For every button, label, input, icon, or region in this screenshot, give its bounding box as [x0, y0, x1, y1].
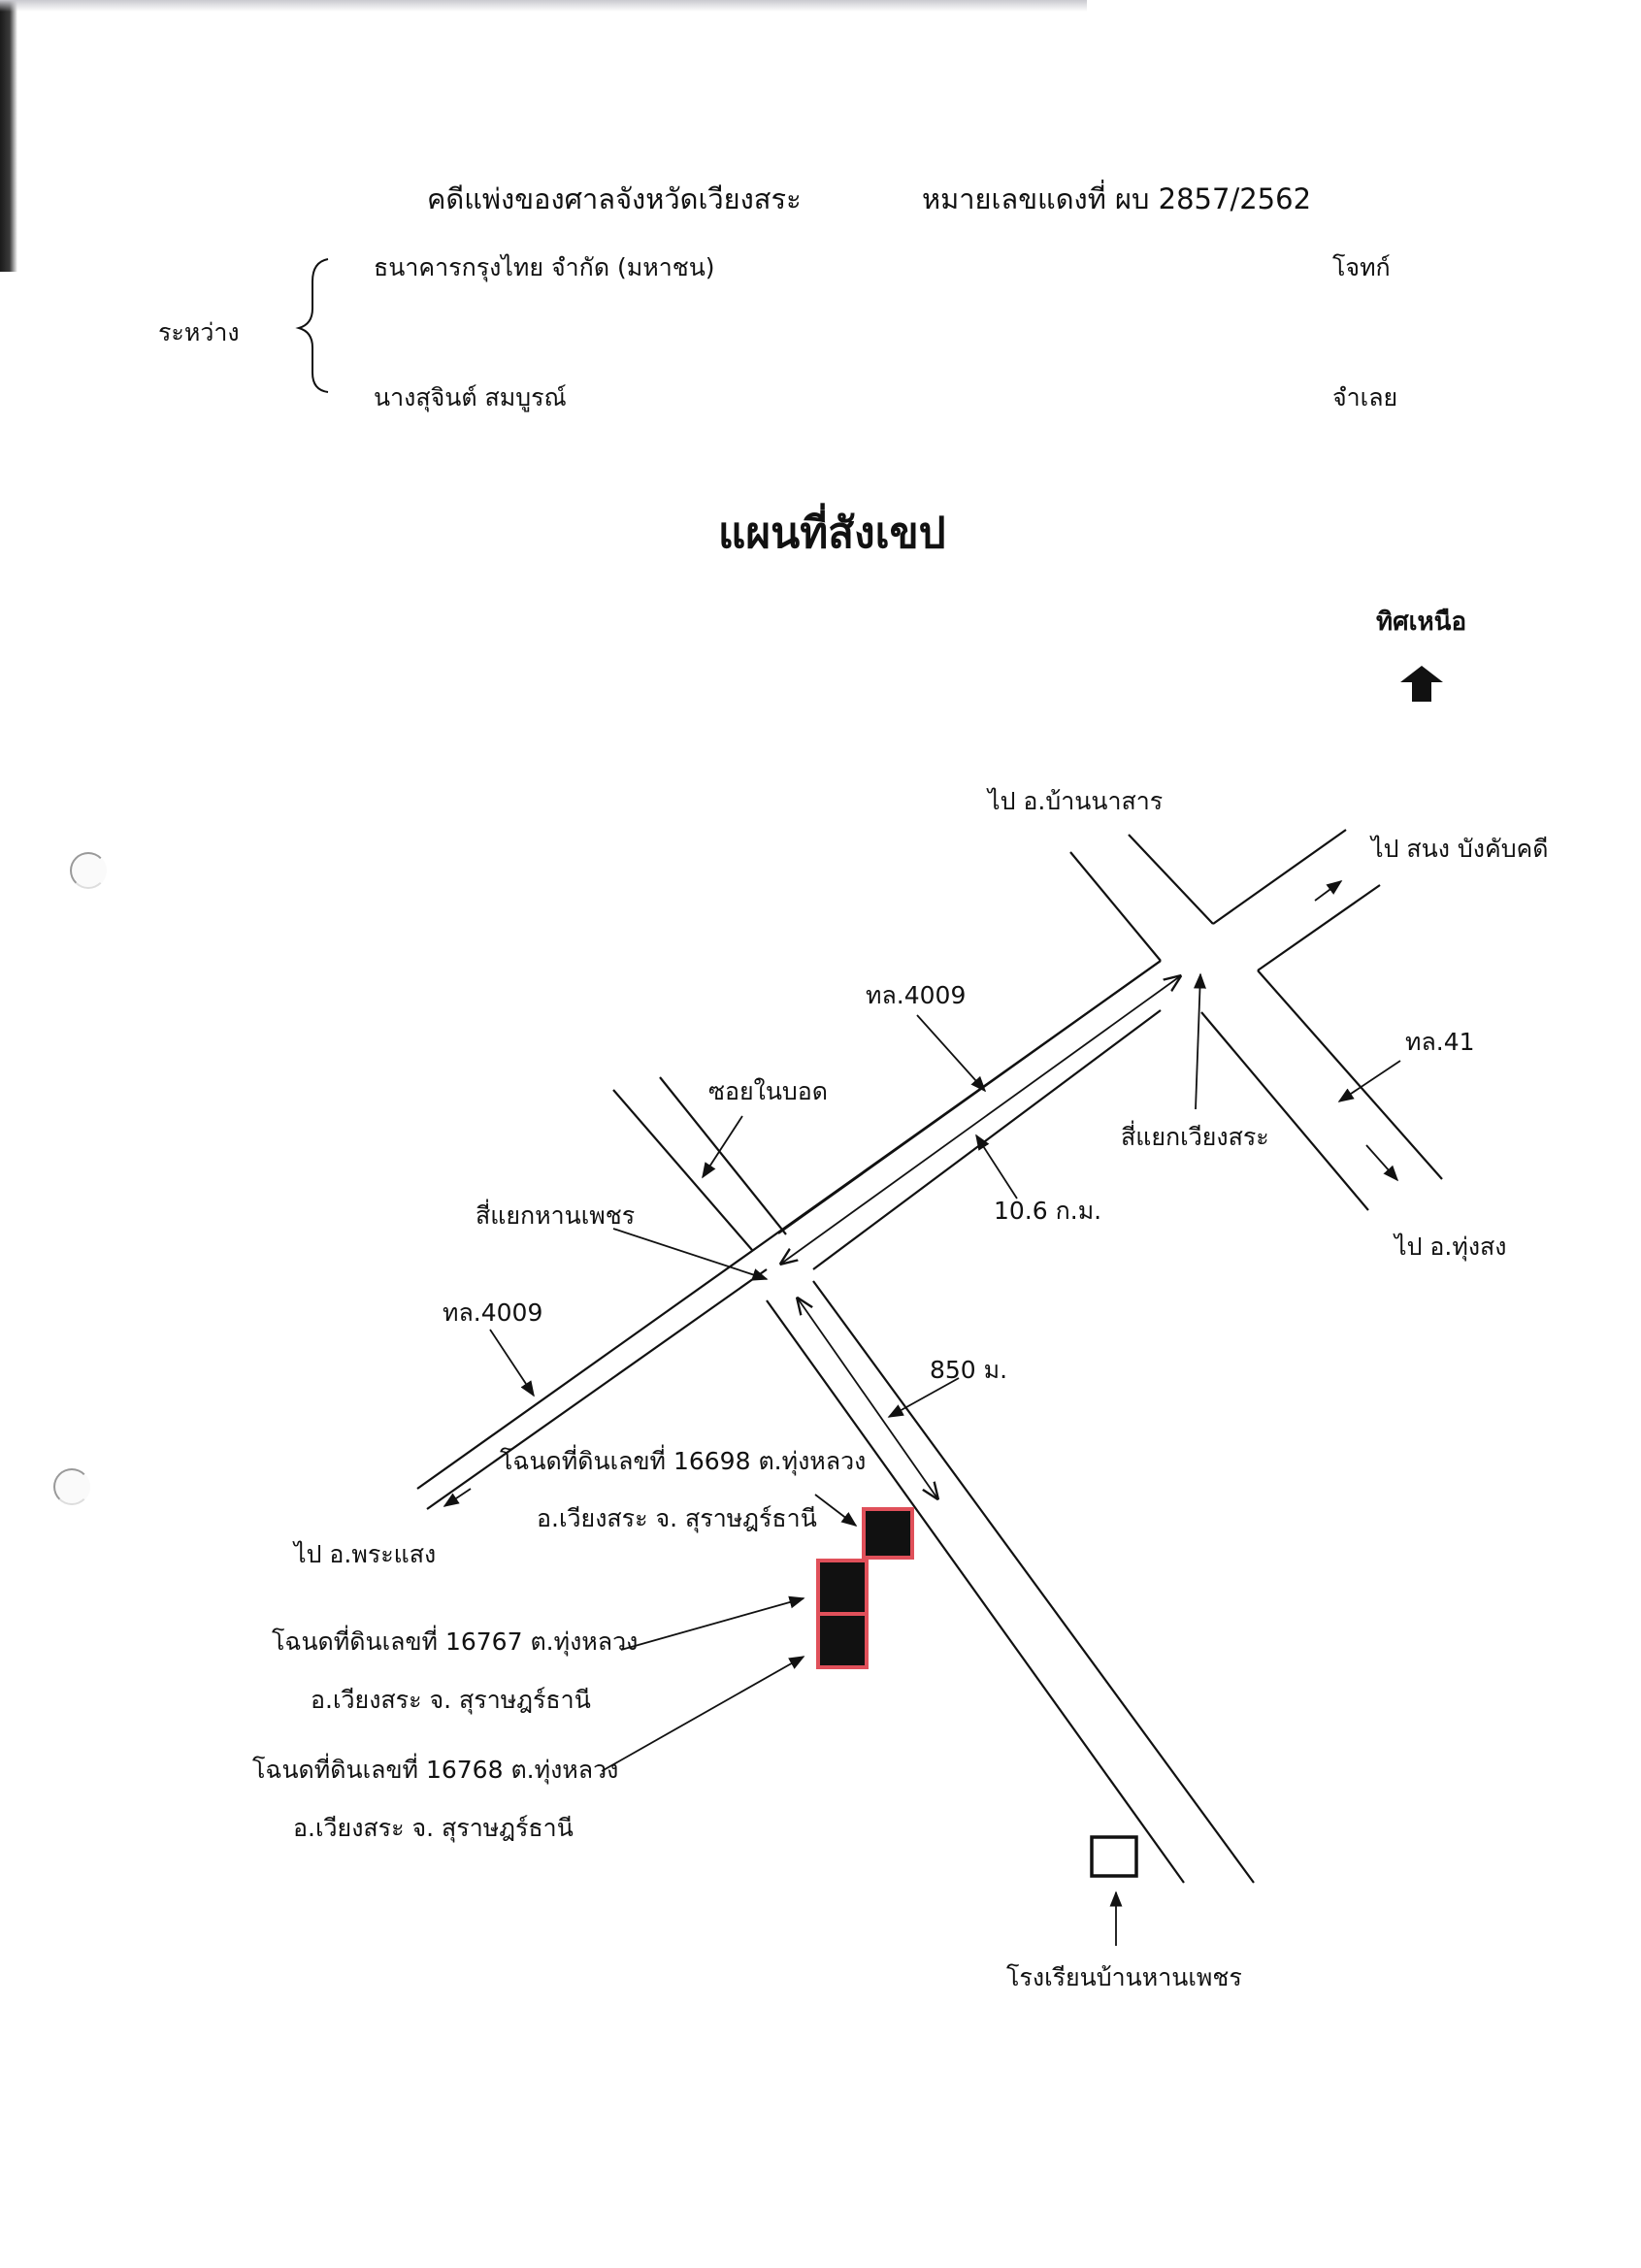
direction-arrow [443, 1488, 472, 1507]
scan-top-shadow [0, 0, 1087, 12]
label-deed-16767-line1: โฉนดที่ดินเลขที่ 16767 ต.ทุ่งหลวง [272, 1627, 639, 1656]
school-icon [1090, 1835, 1138, 1878]
road-south-edge [812, 1280, 1255, 1884]
label-deed-16698-line2: อ.เวียงสระ จ. สุราษฎร์ธานี [537, 1504, 817, 1532]
label-distance-850: 850 ม. [930, 1356, 1008, 1384]
scan-edge-shadow [0, 0, 17, 272]
label-to-phrasaeng: ไป อ.พระแสง [294, 1540, 437, 1568]
label-deed-16768-line1: โฉนดที่ดินเลขที่ 16768 ต.ทุ่งหลวง [252, 1756, 619, 1784]
label-han-phet-junction: สี่แยกหานเพชร [476, 1201, 636, 1230]
road-ban-na-san-edge [1128, 834, 1214, 925]
label-route-4009-upper: ทล.4009 [866, 981, 967, 1009]
label-route-4009-lower: ทล.4009 [443, 1298, 543, 1327]
label-deed-16767-line2: อ.เวียงสระ จ. สุราษฎร์ธานี [311, 1686, 591, 1714]
callout-arrow [612, 1228, 769, 1281]
label-school: โรงเรียนบ้านหานเพชร [1006, 1963, 1242, 1991]
label-deed-16768-line2: อ.เวียงสระ จ. สุราษฎร์ธานี [293, 1814, 574, 1842]
case-title: คดีแพ่งของศาลจังหวัดเวียงสระ [427, 182, 802, 215]
map-title: แผนที่สังเขป [718, 509, 946, 558]
between-label: ระหว่าง [158, 318, 240, 346]
parcel-16768 [816, 1612, 869, 1669]
callout-arrow [601, 1656, 805, 1772]
north-arrow-icon [1400, 666, 1443, 702]
callout-arrow [975, 1134, 1018, 1200]
punch-hole [70, 852, 107, 889]
defendant-name: นางสุจินต์ สมบูรณ์ [374, 383, 567, 411]
brace-shape [295, 258, 329, 393]
road-soi-edge [612, 1089, 753, 1251]
road-4009-edge [426, 1268, 768, 1510]
label-soi-nai-bot: ซอยในบอด [708, 1077, 829, 1105]
callout-arrow [1194, 972, 1206, 1110]
defendant-role: จำเลย [1332, 383, 1398, 411]
road-4009-edge [812, 1009, 1162, 1270]
road-thung-song-edge [1200, 1011, 1369, 1211]
callout-arrow [916, 1014, 987, 1093]
land-parcels [816, 1507, 914, 1669]
callout-arrow [620, 1595, 805, 1651]
label-distance-10-6: 10.6 ก.ม. [994, 1197, 1102, 1225]
callout-arrow [814, 1494, 858, 1527]
label-to-thung-song: ไป อ.ทุ่งสง [1395, 1233, 1507, 1261]
direction-arrow [1314, 880, 1343, 902]
callout-arrow [702, 1115, 743, 1179]
direction-arrow [1365, 1144, 1399, 1182]
road-thung-song-edge [1257, 970, 1443, 1180]
distance-850-arrow [798, 1298, 937, 1498]
road-soi-edge [659, 1076, 787, 1235]
parcel-16698 [862, 1507, 914, 1560]
case-number: หมายเลขแดงที่ ผบ 2857/2562 [922, 182, 1312, 215]
punch-hole [53, 1468, 90, 1505]
distance-10-6-arrow [781, 976, 1180, 1264]
callout-arrow [1337, 1060, 1401, 1102]
label-wiang-sa-junction: สี่แยกเวียงสระ [1121, 1123, 1269, 1151]
north-label: ทิศเหนือ [1376, 608, 1467, 637]
plaintiff-name: ธนาคารกรุงไทย จำกัด (มหาชน) [374, 253, 715, 281]
label-route-41: ทล.41 [1405, 1028, 1475, 1056]
label-to-court: ไป สนง บังคับคดี [1371, 835, 1549, 863]
label-deed-16698-line1: โฉนดที่ดินเลขที่ 16698 ต.ทุ่งหลวง [500, 1447, 867, 1475]
callout-arrow [489, 1329, 535, 1397]
road-ban-na-san-edge [1069, 851, 1162, 962]
road-court-edge [1257, 884, 1381, 971]
road-court-edge [1212, 829, 1347, 925]
parcel-16767 [816, 1559, 869, 1616]
label-to-ban-na-san: ไป อ.บ้านนาสาร [988, 787, 1164, 815]
callout-arrow [887, 1377, 960, 1418]
plaintiff-role: โจทก์ [1332, 253, 1391, 281]
road-4009-edge [777, 960, 1162, 1234]
